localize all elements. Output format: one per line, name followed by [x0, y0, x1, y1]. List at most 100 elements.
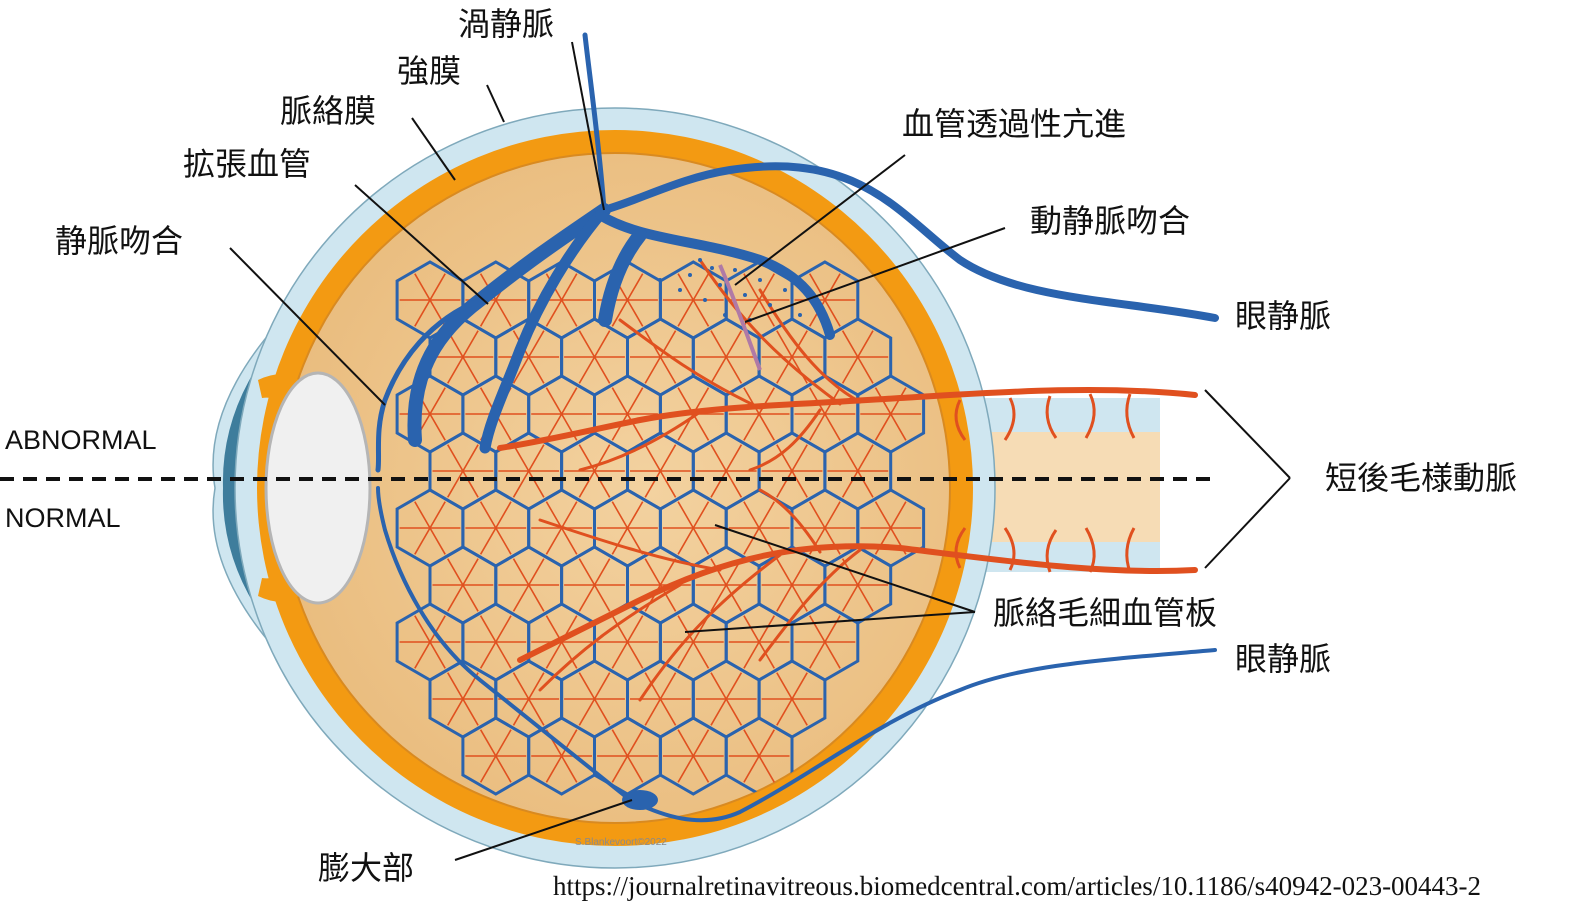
- label-sclera: 強膜: [397, 52, 462, 90]
- lobule-arteriole: [824, 501, 841, 529]
- lobule-arteriole: [841, 444, 859, 472]
- lobule-arteriole: [578, 698, 596, 726]
- lobule-arteriole: [725, 470, 743, 498]
- lobule-arteriole: [447, 698, 464, 726]
- lobule-arteriole: [626, 615, 644, 643]
- lobule-arteriole: [626, 501, 644, 529]
- lobule-arteriole: [560, 755, 578, 783]
- lobule-arteriole: [560, 501, 578, 529]
- lobule-arteriole: [462, 558, 479, 586]
- lobule-arteriole: [528, 584, 545, 612]
- lobule-arteriole: [447, 672, 464, 700]
- lobule-arteriole: [611, 387, 629, 415]
- lobule-arteriole: [841, 330, 859, 358]
- lobule-arteriole: [578, 470, 596, 498]
- lobule-arteriole: [677, 755, 694, 783]
- lobule-arteriole: [710, 356, 727, 384]
- lobule-arteriole: [743, 387, 760, 415]
- lobule-arteriole: [659, 470, 677, 498]
- lobule-arteriole: [857, 356, 874, 384]
- lobule-arteriole: [578, 672, 596, 700]
- lobule-arteriole: [512, 584, 530, 612]
- lobule-arteriole: [626, 641, 644, 669]
- lobule-arteriole: [560, 527, 578, 555]
- av-anastomosis-vessel: [718, 264, 762, 371]
- lobule-arteriole: [743, 755, 760, 783]
- lobule-arteriole: [758, 641, 775, 669]
- lobule-arteriole: [479, 501, 497, 529]
- label-choriocapillaris: 脈絡毛細血管板: [993, 594, 1218, 632]
- lobule-arteriole: [479, 615, 497, 643]
- lobule-arteriole: [462, 584, 479, 612]
- lobule-arteriole: [692, 413, 710, 441]
- lobule-arteriole: [725, 444, 743, 472]
- lobule-arteriole: [447, 584, 464, 612]
- lobule-arteriole: [447, 444, 464, 472]
- lobule-arteriole: [414, 299, 431, 327]
- lobule-arteriole: [528, 470, 545, 498]
- lobule-arteriole: [677, 729, 694, 757]
- lobule-arteriole: [644, 356, 662, 384]
- lobule-arteriole: [809, 413, 826, 441]
- lobule-arteriole: [414, 501, 431, 529]
- lobule-arteriole: [644, 558, 662, 586]
- lobule-arteriole: [824, 527, 841, 555]
- lobule-arteriole: [593, 330, 611, 358]
- lobule-arteriole: [528, 698, 545, 726]
- lobule-arteriole: [560, 273, 578, 301]
- lobule-arteriole: [824, 413, 841, 441]
- lobule-arteriole: [495, 299, 512, 327]
- lobule-arteriole: [593, 356, 611, 384]
- lobule-arteriole: [414, 273, 431, 301]
- lobule-arteriole: [791, 330, 808, 358]
- lobule-arteriole: [857, 584, 874, 612]
- lobule-arteriole: [462, 698, 479, 726]
- lobule-arteriole: [776, 672, 793, 700]
- lobule-arteriole: [545, 299, 563, 327]
- lens: [264, 371, 372, 605]
- lobule-arteriole: [791, 470, 808, 498]
- lobule-arteriole: [545, 641, 563, 669]
- lobule-arteriole: [495, 729, 512, 757]
- hyperpermeability-leakage: [658, 258, 802, 322]
- lobule-arteriole: [593, 698, 611, 726]
- lobule-arteriole: [659, 444, 677, 472]
- lobule-arteriole: [841, 356, 859, 384]
- lobule-arteriole: [776, 356, 793, 384]
- lobule-arteriole: [512, 356, 530, 384]
- lobule-arteriole: [791, 558, 808, 586]
- lobule-arteriole: [743, 615, 760, 643]
- lobule-arteriole: [611, 641, 629, 669]
- lobule-arteriole: [479, 755, 497, 783]
- label-abnormal: ABNORMAL: [5, 425, 157, 455]
- lobule-arteriole: [560, 299, 578, 327]
- lobule-arteriole: [479, 299, 497, 327]
- lobule-arteriole: [710, 470, 727, 498]
- label-ampulla: 膨大部: [318, 849, 415, 887]
- ampulla-bulge: [622, 790, 658, 810]
- lobule-arteriole: [414, 641, 431, 669]
- lobule-arteriole: [560, 729, 578, 757]
- lobule-arteriole: [479, 641, 497, 669]
- lobule-arteriole: [857, 558, 874, 586]
- lobule-arteriole: [710, 558, 727, 586]
- lobule-arteriole: [791, 444, 808, 472]
- lobule-arteriole: [725, 584, 743, 612]
- lobule-arteriole: [626, 387, 644, 415]
- lobule-arteriole: [809, 641, 826, 669]
- label-choroid: 脈絡膜: [280, 92, 377, 130]
- label-normal: NORMAL: [5, 503, 121, 533]
- lobule-arteriole: [776, 584, 793, 612]
- lobule-arteriole: [758, 387, 775, 415]
- lobule-arteriole: [611, 729, 629, 757]
- lobule-arteriole: [462, 470, 479, 498]
- lobule-arteriole: [677, 299, 694, 327]
- lobule-arteriole: [692, 641, 710, 669]
- lobule-arteriole: [758, 615, 775, 643]
- lobule-arteriole: [710, 584, 727, 612]
- short-posterior-ciliary-artery-branches: [497, 258, 1198, 702]
- lobule-arteriole: [593, 470, 611, 498]
- lobule-arteriole: [626, 299, 644, 327]
- lobule-arteriole: [593, 584, 611, 612]
- lobule-arteriole: [677, 641, 694, 669]
